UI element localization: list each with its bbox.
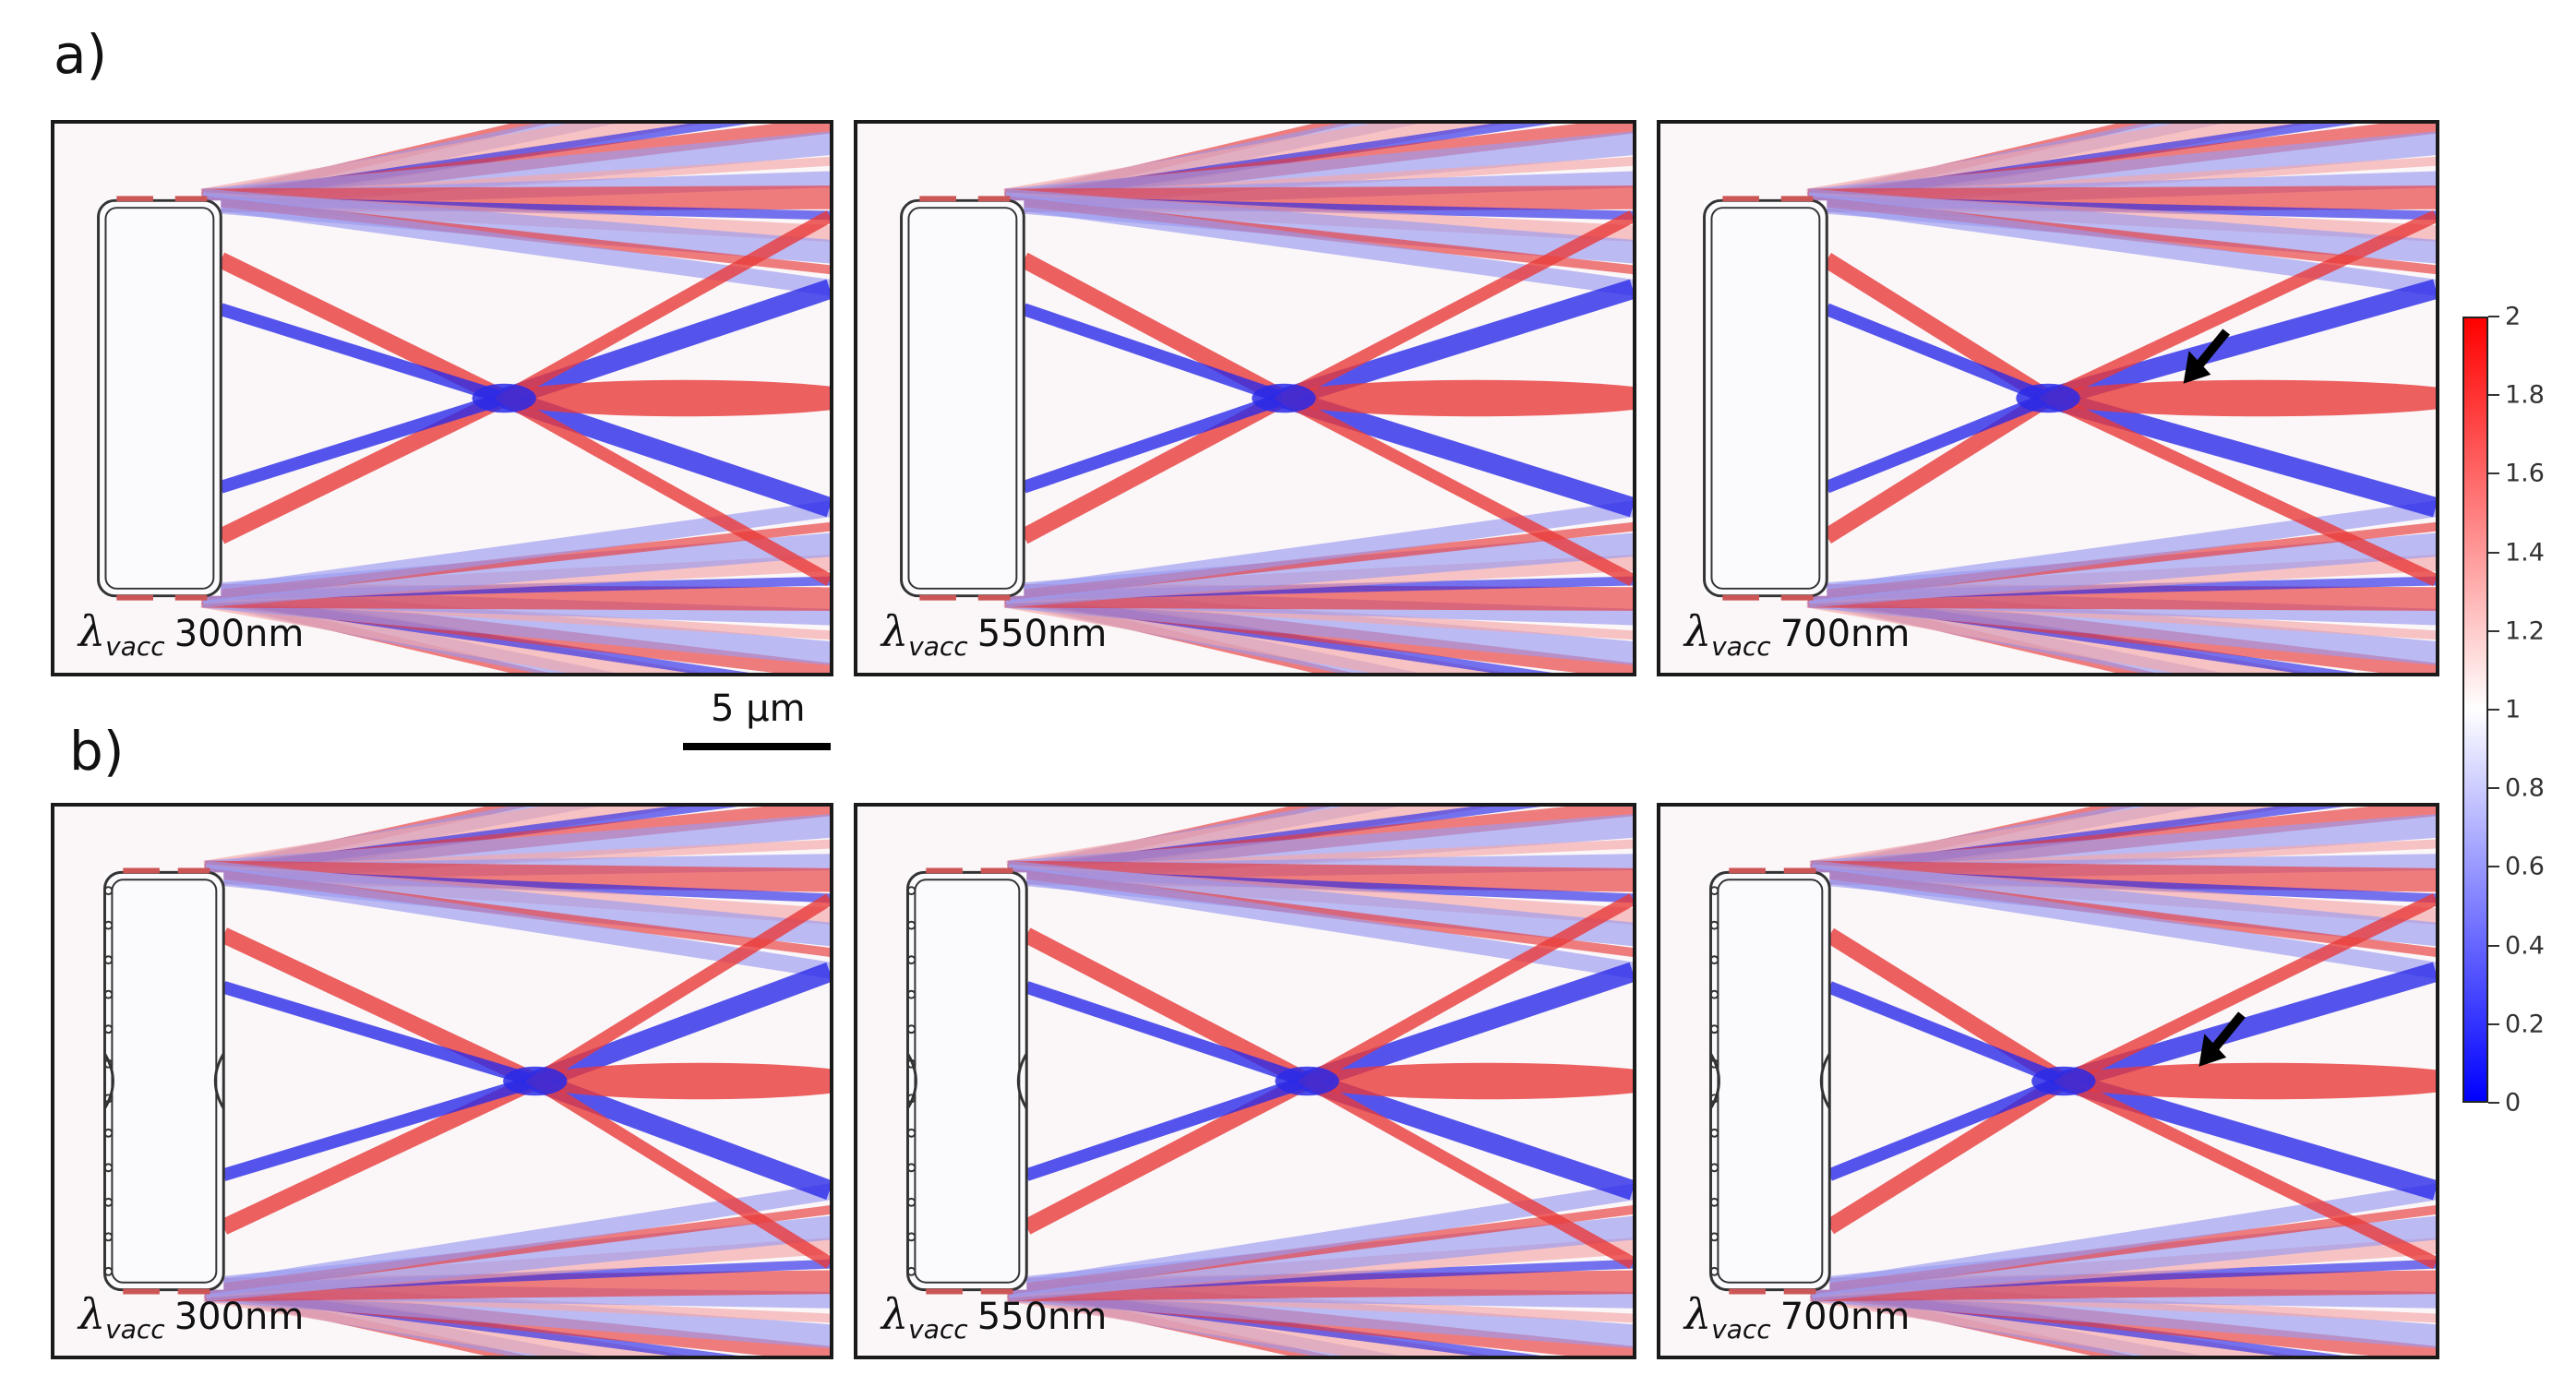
colorbar-tick-label: 1.8 bbox=[2505, 380, 2545, 410]
field-map bbox=[857, 807, 1633, 1356]
colorbar-tick-label: 1.4 bbox=[2505, 538, 2545, 568]
colorbar-tick bbox=[2488, 472, 2499, 475]
colorbar-tick-label: 1.2 bbox=[2505, 616, 2545, 646]
colorbar-tick bbox=[2488, 1022, 2499, 1025]
field-map bbox=[1660, 124, 2436, 673]
colorbar-tick-label: 0 bbox=[2505, 1088, 2522, 1118]
colorbar-tick-label: 0.4 bbox=[2505, 931, 2545, 961]
scale-bar bbox=[683, 743, 831, 750]
field-map bbox=[54, 124, 830, 673]
colorbar-tick bbox=[2488, 316, 2499, 317]
colorbar-tick bbox=[2488, 944, 2499, 947]
colorbar-tick bbox=[2488, 709, 2499, 711]
row-label-a: a) bbox=[54, 23, 108, 86]
colorbar-tick bbox=[2488, 1102, 2499, 1104]
colorbar-tick-label: 0.6 bbox=[2505, 852, 2545, 881]
colorbar-tick-label: 0.8 bbox=[2505, 773, 2545, 803]
colorbar-tick-label: 2 bbox=[2505, 302, 2522, 331]
colorbar-tick-label: 1.6 bbox=[2505, 459, 2545, 488]
colorbar-tick bbox=[2488, 866, 2499, 868]
colorbar bbox=[2462, 317, 2488, 1103]
row-label-b: b) bbox=[69, 720, 125, 783]
colorbar-tick bbox=[2488, 551, 2499, 554]
colorbar-tick bbox=[2488, 394, 2499, 397]
colorbar-tick bbox=[2488, 787, 2499, 790]
scale-bar-label: 5 µm bbox=[711, 688, 806, 730]
colorbar-tick-label: 1 bbox=[2505, 695, 2522, 724]
field-map bbox=[54, 807, 830, 1356]
colorbar-tick-label: 0.2 bbox=[2505, 1010, 2545, 1039]
field-map bbox=[857, 124, 1633, 673]
field-map bbox=[1660, 807, 2436, 1356]
colorbar-tick bbox=[2488, 629, 2499, 632]
